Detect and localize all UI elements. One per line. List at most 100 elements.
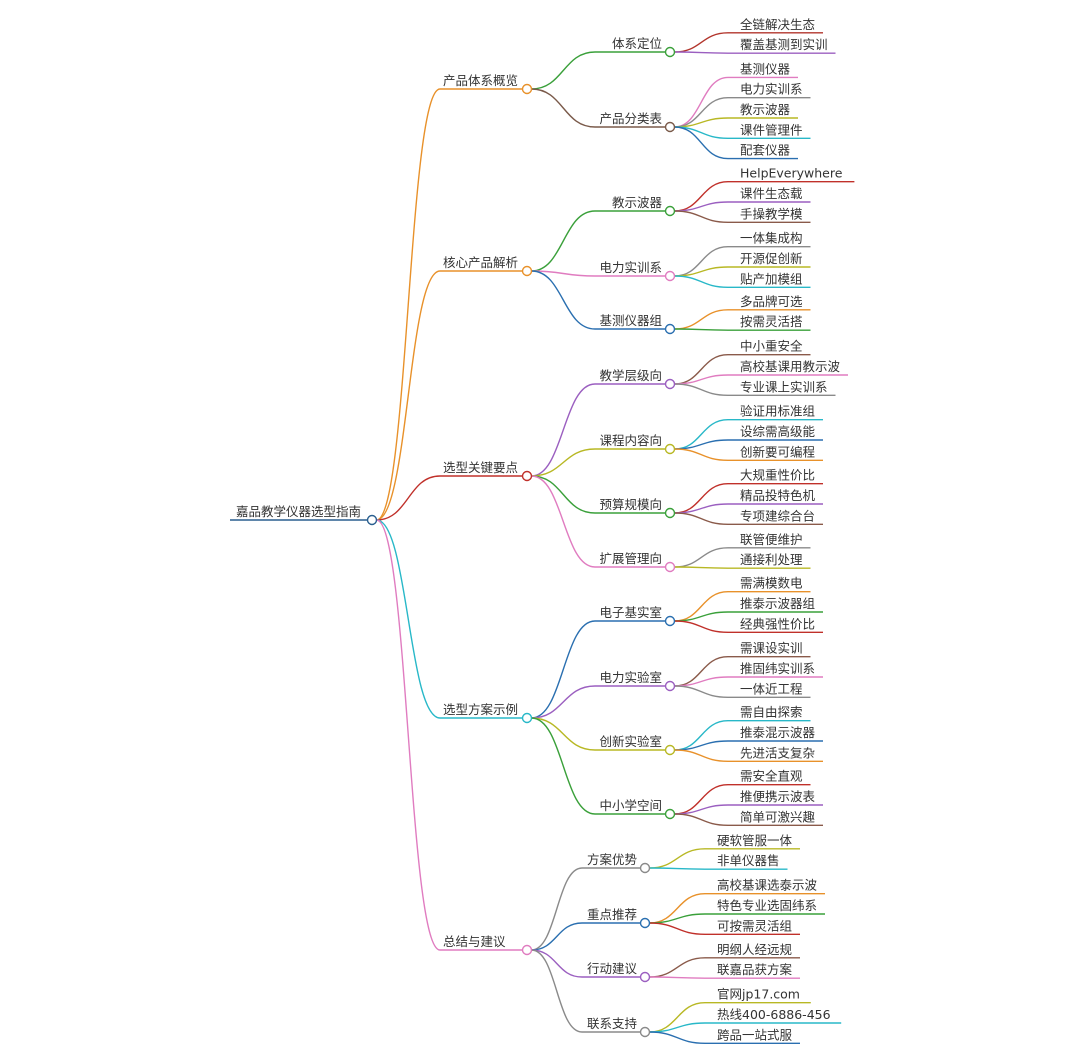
subtopic-node-label: 预算规模向 xyxy=(599,497,662,512)
leaf-node-label: 简单可激兴趣 xyxy=(740,809,816,824)
subtopic-connector xyxy=(531,949,583,1033)
leaf-node-label: 贴产加模组 xyxy=(740,271,803,286)
branch-connector xyxy=(376,88,441,521)
subtopic-connector xyxy=(531,475,596,568)
subtopic-node-dot xyxy=(664,507,676,519)
leaf-node-label: 中小重安全 xyxy=(740,339,803,354)
leaf-node-label: 基测仪器 xyxy=(740,61,791,76)
subtopic-node-label: 中小学空间 xyxy=(599,798,662,813)
leaf-node-label: 电力实训系 xyxy=(740,82,803,97)
branch-connector xyxy=(376,519,441,719)
root-node-label: 嘉品教学仪器选型指南 xyxy=(236,504,361,519)
subtopic-connector xyxy=(531,475,596,514)
leaf-node-label: 特色专业选固纬系 xyxy=(717,898,817,913)
leaf-connector xyxy=(649,957,706,978)
subtopic-node-dot xyxy=(664,46,676,58)
leaf-node-label: 硬软管服一体 xyxy=(717,833,793,848)
subtopic-node-label: 课程内容向 xyxy=(599,433,662,448)
subtopic-node-label: 联系支持 xyxy=(587,1016,637,1031)
leaf-node-label: 配套仪器 xyxy=(740,143,791,158)
leaf-node-label: 联嘉品获方案 xyxy=(717,962,793,977)
leaf-node-label: 教示波器 xyxy=(740,102,791,117)
subtopic-connector xyxy=(531,717,596,751)
subtopic-node-dot xyxy=(664,808,676,820)
leaf-node-label: 需自由探索 xyxy=(740,705,803,720)
subtopic-node-dot xyxy=(664,121,676,133)
subtopic-connector xyxy=(531,922,583,951)
leaf-node-label: 需满模数电 xyxy=(740,576,803,591)
leaf-node-label: 经典强性价比 xyxy=(740,616,815,631)
subtopic-node-dot xyxy=(639,1026,651,1038)
subtopic-node-label: 电子基实室 xyxy=(599,605,662,620)
branch-node-label: 产品体系概览 xyxy=(443,73,518,88)
subtopic-node-dot xyxy=(664,561,676,573)
branch-node-label: 总结与建议 xyxy=(443,934,506,949)
subtopic-connector xyxy=(531,383,596,477)
leaf-node-label: 高校基课选泰示波 xyxy=(717,878,818,893)
leaf-node-label: 设综需高级能 xyxy=(740,424,816,439)
subtopic-connector xyxy=(531,620,596,719)
leaf-node-label: HelpEverywhere xyxy=(740,166,843,181)
subtopic-node-dot xyxy=(639,862,651,874)
leaf-connector xyxy=(674,620,729,633)
leaf-node-label: 多品牌可选 xyxy=(740,294,803,309)
leaf-connector xyxy=(674,210,729,223)
subtopic-node-label: 行动建议 xyxy=(587,961,638,976)
subtopic-connector xyxy=(531,270,596,277)
leaf-node-label: 创新要可编程 xyxy=(740,444,816,459)
leaf-node-label: 热线400-6886-456 xyxy=(717,1007,831,1022)
leaf-node-label: 通接利处理 xyxy=(740,552,803,567)
leaf-connector xyxy=(674,685,729,698)
subtopic-node-dot xyxy=(664,615,676,627)
leaf-node-label: 专业课上实训系 xyxy=(740,379,828,394)
subtopic-node-label: 方案优势 xyxy=(587,852,638,867)
leaf-connector xyxy=(649,1031,706,1044)
leaf-node-label: 推泰混示波器 xyxy=(740,725,816,740)
branch-connector xyxy=(376,519,441,951)
leaf-connector xyxy=(649,922,706,935)
leaf-connector xyxy=(674,126,729,160)
subtopic-node-dot xyxy=(664,378,676,390)
leaf-node-label: 可按需灵活组 xyxy=(717,918,792,933)
leaf-connector xyxy=(674,275,729,288)
leaf-node-label: 课件生态载 xyxy=(740,186,803,201)
leaf-connector xyxy=(674,32,729,53)
leaf-connector xyxy=(674,76,729,128)
leaf-connector xyxy=(674,51,729,54)
branch-node-label: 选型关键要点 xyxy=(443,460,518,475)
leaf-connector xyxy=(674,512,729,525)
leaf-connector xyxy=(649,867,706,870)
subtopic-node-dot xyxy=(664,270,676,282)
subtopic-node-label: 教学层级向 xyxy=(599,368,662,383)
leaf-node-label: 先进活支复杂 xyxy=(740,745,815,760)
subtopic-connector xyxy=(531,270,596,330)
leaf-connector xyxy=(674,383,729,396)
subtopic-node-dot xyxy=(664,323,676,335)
leaf-node-label: 明纲人经远规 xyxy=(717,942,792,957)
leaf-node-label: 手操教学模 xyxy=(740,206,803,221)
branch-node-dot xyxy=(521,470,533,482)
leaf-connector xyxy=(674,566,729,569)
subtopic-connector xyxy=(531,867,583,951)
nodes-layer: 嘉品教学仪器选型指南产品体系概览体系定位全链解决生态覆盖基测到实训产品分类表基测… xyxy=(230,17,855,1045)
branch-node-dot xyxy=(521,83,533,95)
leaf-connector xyxy=(674,448,729,461)
branch-node-dot xyxy=(521,944,533,956)
subtopic-node-dot xyxy=(664,744,676,756)
subtopic-node-dot xyxy=(664,205,676,217)
leaf-node-label: 跨品一站式服 xyxy=(717,1027,793,1042)
subtopic-connector xyxy=(531,88,596,128)
subtopic-node-label: 教示波器 xyxy=(612,195,663,210)
leaf-node-label: 推泰示波器组 xyxy=(740,596,815,611)
leaf-connector xyxy=(674,749,729,762)
subtopic-connector xyxy=(531,717,596,815)
leaf-connector xyxy=(649,976,706,979)
root-node-dot xyxy=(366,514,378,526)
leaf-node-label: 需安全直观 xyxy=(740,769,803,784)
subtopic-node-label: 电力实验室 xyxy=(599,670,662,685)
subtopic-node-label: 体系定位 xyxy=(612,36,662,51)
leaf-node-label: 开源促创新 xyxy=(740,251,803,266)
leaf-node-label: 覆盖基测到实训 xyxy=(740,37,828,52)
leaf-node-label: 一体集成构 xyxy=(740,231,803,246)
